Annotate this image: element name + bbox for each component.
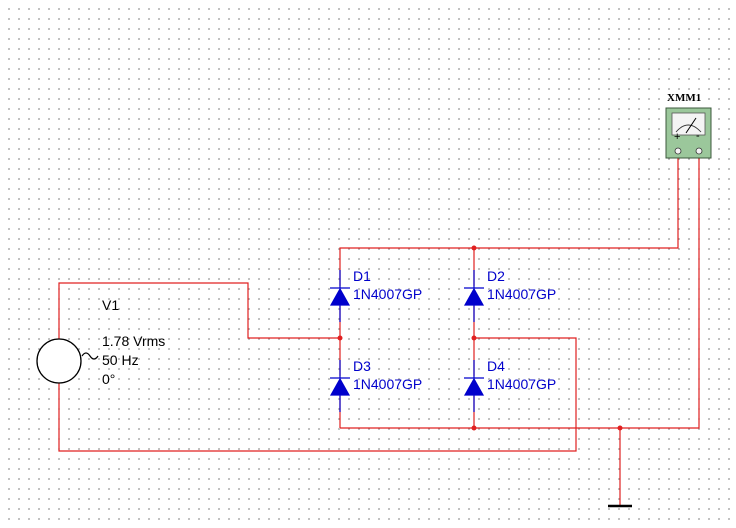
- diode-d2-model: 1N4007GP: [487, 286, 557, 302]
- diode-d1-ref: D1: [353, 268, 371, 284]
- multimeter-xmm1[interactable]: [665, 107, 712, 159]
- diode-d2-ref: D2: [487, 268, 505, 284]
- terminal-plus-label: +: [674, 131, 681, 143]
- source-frequency: 50 Hz: [102, 352, 139, 368]
- multimeter-ref: XMM1: [667, 92, 702, 104]
- diode-d2-symbol[interactable]: [463, 270, 485, 322]
- source-amplitude: 1.78 Vrms: [102, 333, 166, 349]
- diode-d4-ref: D4: [487, 358, 505, 374]
- source-phase: 0°: [102, 371, 116, 387]
- diode-d1-symbol[interactable]: [329, 270, 351, 322]
- terminal-minus[interactable]: [695, 147, 703, 155]
- junction-dot: [617, 425, 623, 431]
- meter-needle-icon: [685, 117, 697, 134]
- junction-dot: [471, 425, 477, 431]
- junction-dot: [471, 245, 477, 251]
- diode-d4-model: 1N4007GP: [487, 376, 557, 392]
- diode-d1-model: 1N4007GP: [353, 286, 423, 302]
- sine-icon: [81, 352, 99, 360]
- wire-v1-bottom[interactable]: [58, 337, 577, 452]
- junction-dot: [337, 335, 343, 341]
- meter-dial-icon: [675, 124, 702, 133]
- wires: [58, 153, 700, 505]
- diode-d3-ref: D3: [353, 358, 371, 374]
- source-label-v1: V1: [102, 297, 120, 313]
- diode-d3-symbol[interactable]: [329, 360, 351, 412]
- junction-dot: [471, 335, 477, 341]
- wire-v1-top[interactable]: [58, 282, 340, 339]
- diode-d4-symbol[interactable]: [463, 360, 485, 412]
- junctions: [337, 245, 623, 431]
- terminal-plus[interactable]: [674, 147, 682, 155]
- wire-top-rail[interactable]: [339, 153, 679, 338]
- ac-source-v1[interactable]: [36, 338, 99, 384]
- terminal-minus-label: -: [696, 130, 700, 142]
- diode-d3-model: 1N4007GP: [353, 376, 423, 392]
